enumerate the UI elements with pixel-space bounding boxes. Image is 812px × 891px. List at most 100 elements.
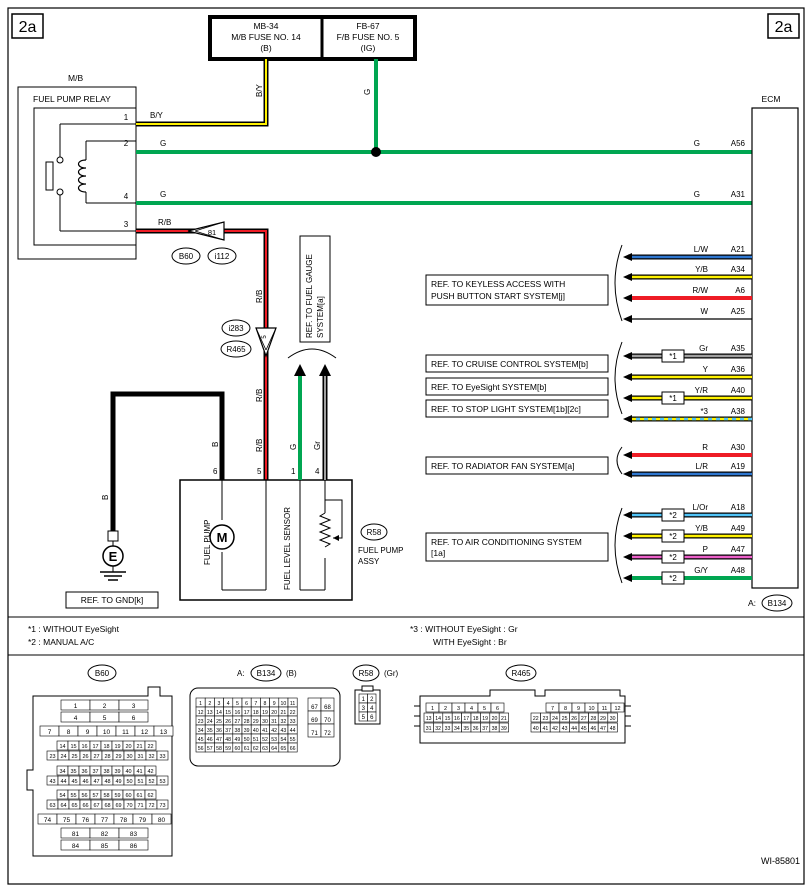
pin-cell: 33 <box>445 726 451 732</box>
pin-cell: 19 <box>114 744 120 750</box>
pin-cell: 47 <box>216 737 222 743</box>
ecm-wire-color-A38: *3 <box>700 407 708 416</box>
pin-cell: 15 <box>70 744 76 750</box>
pin-cell: 64 <box>271 746 277 752</box>
pin-cell: 37 <box>225 728 231 734</box>
pin-cell: 25 <box>71 754 77 760</box>
connector-b60-badge: B60 <box>171 247 201 265</box>
pin-cell: 84 <box>72 843 80 850</box>
pin-cell: 21 <box>501 716 507 722</box>
mark-m2: *2 <box>669 511 677 520</box>
svg-text:SYSTEM[a]: SYSTEM[a] <box>316 296 325 338</box>
pin-cell: 27 <box>93 754 99 760</box>
pin-cell: 68 <box>324 705 331 711</box>
svg-text:R465: R465 <box>226 345 246 354</box>
pin-cell: 86 <box>130 843 138 850</box>
pin-cell: 18 <box>253 710 259 716</box>
pin-cell: 9 <box>577 706 580 712</box>
page-tag-left: 2a <box>11 13 44 39</box>
pin-cell: 13 <box>426 716 432 722</box>
pin-cell: 32 <box>148 754 154 760</box>
pin-cell: 41 <box>262 728 268 734</box>
ref-radiator-box: REF. TO RADIATOR FAN SYSTEM[a] <box>425 456 609 475</box>
svg-text:(B): (B) <box>286 669 297 678</box>
pin-cell: 73 <box>159 803 165 809</box>
pin-cell: 2 <box>103 703 107 710</box>
pin-cell: 3 <box>218 701 221 707</box>
pin-cell: 17 <box>92 744 98 750</box>
ecm-pin-A35: A35 <box>731 344 746 353</box>
pin-cell: 45 <box>198 737 204 743</box>
svg-text:B60: B60 <box>95 669 110 678</box>
pin-cell: 3 <box>362 706 366 712</box>
pin-cell: 22 <box>533 716 539 722</box>
pin-cell: 48 <box>104 779 110 785</box>
pin-cell: 8 <box>264 701 267 707</box>
pin-cell: 69 <box>311 718 318 724</box>
connector-i112-badge: i112 <box>207 247 237 265</box>
pin-cell: 5 <box>362 715 366 721</box>
pin-cell: 56 <box>198 746 204 752</box>
pin-cell: 47 <box>600 726 606 732</box>
pin-cell: 16 <box>454 716 460 722</box>
pin-cell: 21 <box>136 744 142 750</box>
svg-text:A:: A: <box>748 598 756 608</box>
fuse-mb-name: M/B FUSE NO. 14 <box>231 32 301 42</box>
fuse-fb-name: F/B FUSE NO. 5 <box>337 32 400 42</box>
pin-cell: 34 <box>454 726 460 732</box>
pin-cell: 65 <box>281 746 287 752</box>
pin-cell: 13 <box>207 710 213 716</box>
fuse-fb-source: (IG) <box>361 43 376 53</box>
ecm-wire-A47: *2 P A47 <box>623 545 752 564</box>
pin-cell: 43 <box>281 728 287 734</box>
fuel-level-sensor-label: FUEL LEVEL SENSOR <box>283 507 292 590</box>
pin-cell: 21 <box>281 710 287 716</box>
r58-label: R58 FUEL PUMP ASSY <box>358 523 404 566</box>
pin-cell: 59 <box>114 793 120 799</box>
fuse-box: MB-34 M/B FUSE NO. 14 (B) FB-67 F/B FUSE… <box>208 15 417 61</box>
ecm-pin-A38: A38 <box>731 407 746 416</box>
ecm-title: ECM <box>762 94 781 104</box>
svg-text:R/B: R/B <box>255 439 264 452</box>
ecm-pin-A56: A56 <box>731 139 746 148</box>
pin-cell: 57 <box>207 746 213 752</box>
ecm-wire-color-A47: P <box>703 545 708 554</box>
note-3-alt: WITH EyeSight : Br <box>433 637 507 647</box>
pin-cell: 23 <box>198 719 204 725</box>
pin-cell: 71 <box>137 803 143 809</box>
pin-cell: 43 <box>49 779 55 785</box>
pin-cell: 54 <box>281 737 287 743</box>
pin-cell: 59 <box>225 746 231 752</box>
pin-cell: 36 <box>216 728 222 734</box>
pin-cell: 2 <box>370 697 374 703</box>
pin-cell: 27 <box>235 719 241 725</box>
pin-cell: 30 <box>262 719 268 725</box>
svg-text:4: 4 <box>315 467 320 476</box>
pin-cell: 10 <box>103 729 111 736</box>
ecm-pin-A25: A25 <box>731 307 746 316</box>
ref-eyesight-box: REF. TO EyeSight SYSTEM[b] <box>425 377 609 396</box>
pin-cell: 5 <box>483 706 486 712</box>
mark-m2: *2 <box>669 553 677 562</box>
pin-cell: 51 <box>137 779 143 785</box>
pin-cell: 11 <box>290 701 295 707</box>
figure-id: WI-85801 <box>761 856 800 866</box>
pin-cell: 33 <box>159 754 165 760</box>
svg-text:G: G <box>160 139 166 148</box>
svg-text:1: 1 <box>291 467 296 476</box>
pin-cell: 43 <box>562 726 568 732</box>
pin-cell: 11 <box>602 706 608 712</box>
pin-cell: 67 <box>93 803 99 809</box>
svg-text:R58: R58 <box>367 528 382 537</box>
note-2: *2 : MANUAL A/C <box>28 637 94 647</box>
pin-cell: 31 <box>137 754 143 760</box>
pin-cell: 47 <box>93 779 99 785</box>
ecm-pin-A18: A18 <box>731 503 746 512</box>
pin-cell: 64 <box>60 803 66 809</box>
ecm-pin-A47: A47 <box>731 545 746 554</box>
